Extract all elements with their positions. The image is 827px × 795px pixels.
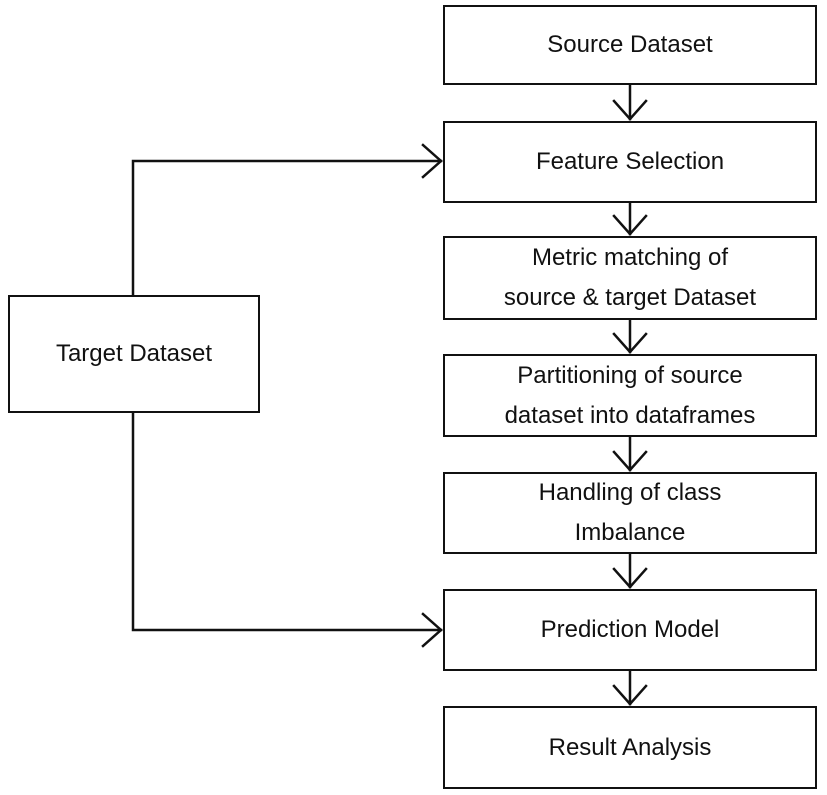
partitioning-box: Partitioning of source dataset into data… (443, 354, 817, 437)
prediction-model-label: Prediction Model (540, 616, 720, 643)
target-dataset-label: Target Dataset (55, 340, 213, 367)
arrow-target-to-feature (131, 143, 443, 297)
class-imbalance-label: Handling of class Imbalance (538, 479, 722, 546)
source-dataset-label: Source Dataset (547, 31, 713, 58)
partitioning-label: Partitioning of source dataset into data… (504, 361, 756, 429)
metric-matching-box: Metric matching of source & target Datas… (443, 236, 817, 320)
arrow-metric-to-partition (612, 318, 648, 354)
target-dataset-box: Target Dataset (8, 295, 260, 413)
feature-selection-label: Feature Selection (535, 148, 725, 175)
arrow-partition-to-imbalance (612, 435, 648, 472)
result-analysis-label: Result Analysis (548, 733, 712, 761)
arrow-source-to-feature (612, 83, 648, 121)
class-imbalance-box: Handling of class Imbalance (443, 472, 817, 554)
arrow-target-to-prediction (131, 411, 443, 648)
source-dataset-box: Source Dataset (443, 5, 817, 85)
arrow-prediction-to-result (612, 669, 648, 706)
result-analysis-box: Result Analysis (443, 706, 817, 789)
arrow-imbalance-to-prediction (612, 552, 648, 589)
metric-matching-label: Metric matching of source & target Datas… (503, 244, 757, 311)
prediction-model-box: Prediction Model (443, 589, 817, 671)
arrow-feature-to-metric (612, 201, 648, 236)
feature-selection-box: Feature Selection (443, 121, 817, 203)
